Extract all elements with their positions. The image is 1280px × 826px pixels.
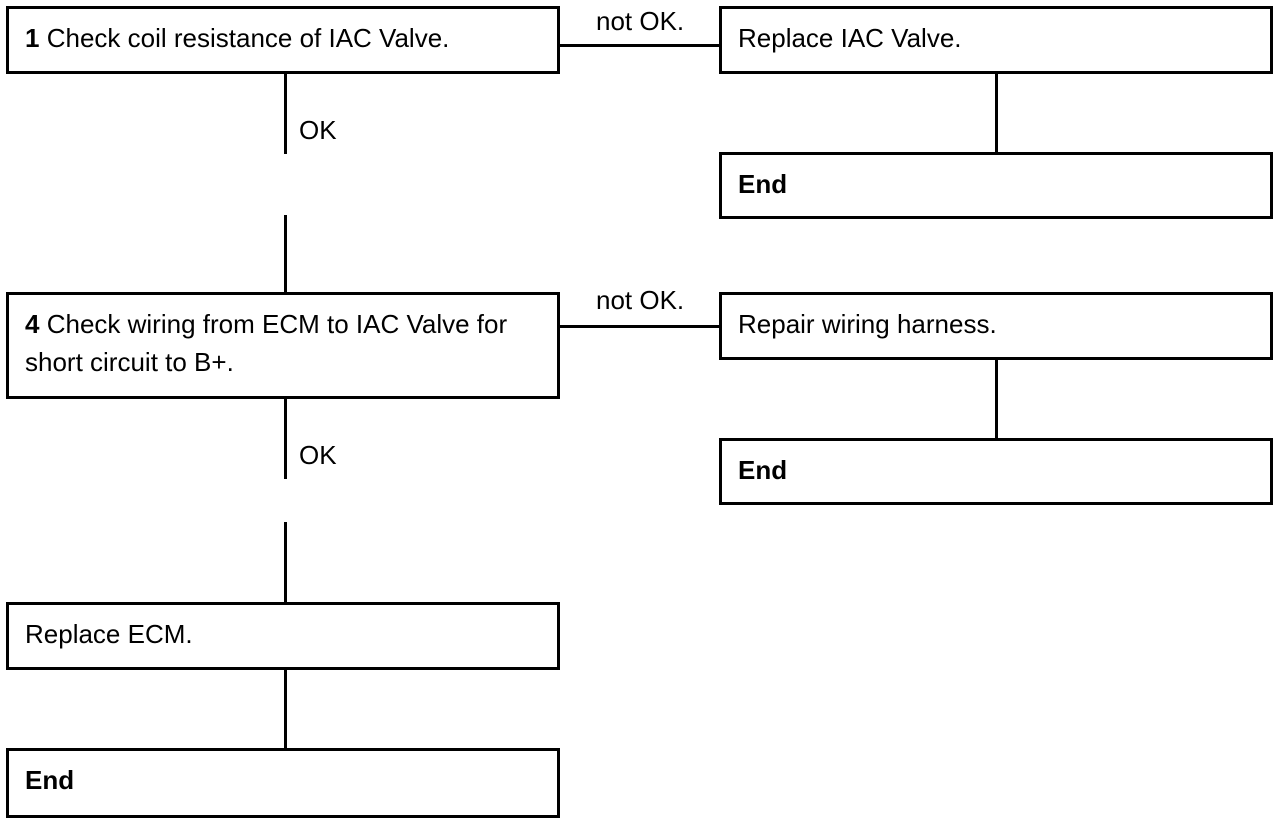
action-text: Repair wiring harness. (738, 309, 997, 339)
connector-repair-wiring-to-end (995, 358, 998, 441)
action-text: Replace ECM. (25, 619, 193, 649)
step-text-line-1: 4 Check wiring from ECM to IAC Valve for (25, 305, 557, 343)
step-number: 1 (25, 23, 40, 53)
end-box-top: End (719, 152, 1273, 219)
replace-ecm-box: Replace ECM. (6, 602, 560, 670)
end-text: End (738, 455, 788, 485)
end-box-bottom: End (6, 748, 560, 818)
label-ok-step4: OK (299, 440, 337, 470)
replace-iac-valve-box: Replace IAC Valve. (719, 6, 1273, 74)
connector-step1-to-replace-iac (558, 44, 721, 47)
label-not-ok-step1: not OK. (596, 6, 685, 36)
action-text: Replace IAC Valve. (738, 23, 962, 53)
step-number: 4 (25, 309, 40, 339)
step-text: Check coil resistance of IAC Valve. (46, 23, 450, 53)
connector-step1-down-upper (284, 72, 287, 154)
connector-step4-down-lower (284, 522, 287, 605)
step-1-box: 1 Check coil resistance of IAC Valve. (6, 6, 560, 74)
connector-step4-down-upper (284, 397, 287, 479)
step-text: Check wiring from ECM to IAC Valve for (46, 309, 508, 339)
step-text-line-2: short circuit to B+. (25, 347, 234, 377)
repair-wiring-harness-box: Repair wiring harness. (719, 292, 1273, 360)
step-4-box: 4 Check wiring from ECM to IAC Valve for… (6, 292, 560, 399)
connector-replace-iac-to-end (995, 72, 998, 155)
end-text: End (25, 765, 75, 795)
end-text: End (738, 169, 788, 199)
label-not-ok-step4: not OK. (596, 285, 685, 315)
label-ok-step1: OK (299, 115, 337, 145)
connector-step1-down-lower (284, 215, 287, 295)
end-box-middle: End (719, 438, 1273, 505)
connector-step4-to-repair-wiring (558, 325, 721, 328)
connector-replace-ecm-to-end (284, 668, 287, 751)
